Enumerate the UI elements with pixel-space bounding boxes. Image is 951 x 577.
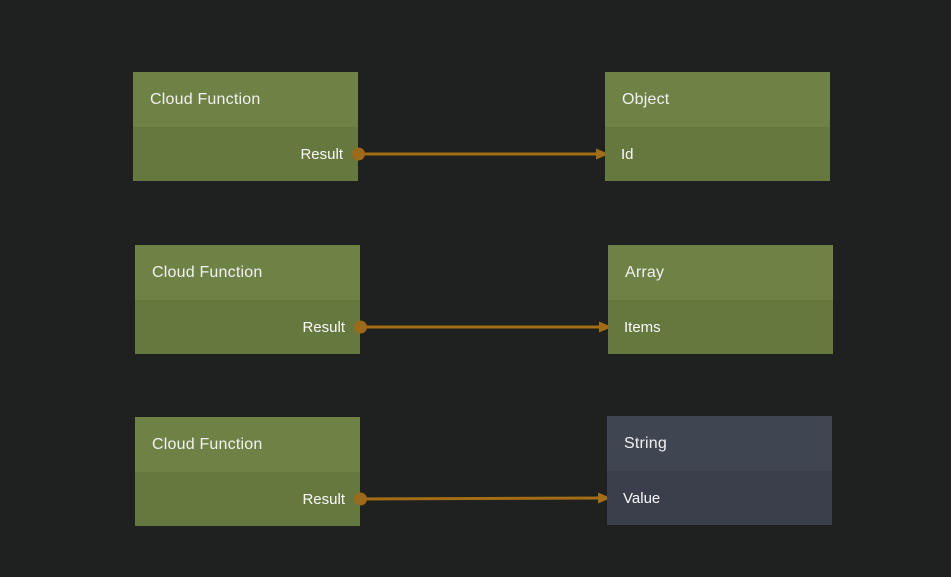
port-label: Result: [300, 145, 343, 163]
node-body: Value: [607, 471, 832, 525]
node-body: Result: [135, 472, 367, 526]
node-header[interactable]: Object: [605, 72, 830, 127]
node-body: Result: [135, 300, 367, 354]
node-cloud-function-3[interactable]: Cloud Function Result: [135, 417, 367, 526]
node-title: Cloud Function: [152, 435, 263, 453]
output-port-result[interactable]: Result: [135, 318, 367, 336]
node-title: Cloud Function: [150, 90, 261, 108]
node-array[interactable]: Array Items: [608, 245, 833, 354]
node-title: Cloud Function: [152, 263, 263, 281]
connection-wire[interactable]: [359, 496, 602, 501]
node-header[interactable]: Array: [608, 245, 833, 300]
node-object[interactable]: Object Id: [605, 72, 830, 181]
output-port-result[interactable]: Result: [133, 145, 365, 163]
output-port-result[interactable]: Result: [135, 490, 367, 508]
node-title: Object: [622, 90, 670, 108]
port-label: Id: [621, 145, 634, 163]
input-port-items[interactable]: Items: [608, 319, 833, 336]
node-body: Result: [133, 127, 365, 181]
node-title: Array: [625, 263, 665, 281]
node-body: Id: [605, 127, 830, 181]
node-header[interactable]: Cloud Function: [135, 245, 360, 300]
input-port-id[interactable]: Id: [605, 146, 830, 163]
node-cloud-function-1[interactable]: Cloud Function Result: [133, 72, 365, 181]
output-port-dot[interactable]: [354, 320, 367, 334]
output-port-dot[interactable]: [354, 492, 367, 506]
node-body: Items: [608, 300, 833, 354]
node-cloud-function-2[interactable]: Cloud Function Result: [135, 245, 367, 354]
input-port-value[interactable]: Value: [607, 490, 832, 507]
node-header[interactable]: Cloud Function: [133, 72, 358, 127]
node-header[interactable]: Cloud Function: [135, 417, 360, 472]
node-title: String: [624, 434, 667, 452]
port-label: Result: [302, 490, 345, 508]
port-label: Value: [623, 489, 661, 507]
node-string[interactable]: String Value: [607, 416, 832, 525]
port-label: Result: [302, 318, 345, 336]
output-port-dot[interactable]: [352, 147, 365, 161]
port-label: Items: [624, 318, 661, 336]
node-header[interactable]: String: [607, 416, 832, 471]
